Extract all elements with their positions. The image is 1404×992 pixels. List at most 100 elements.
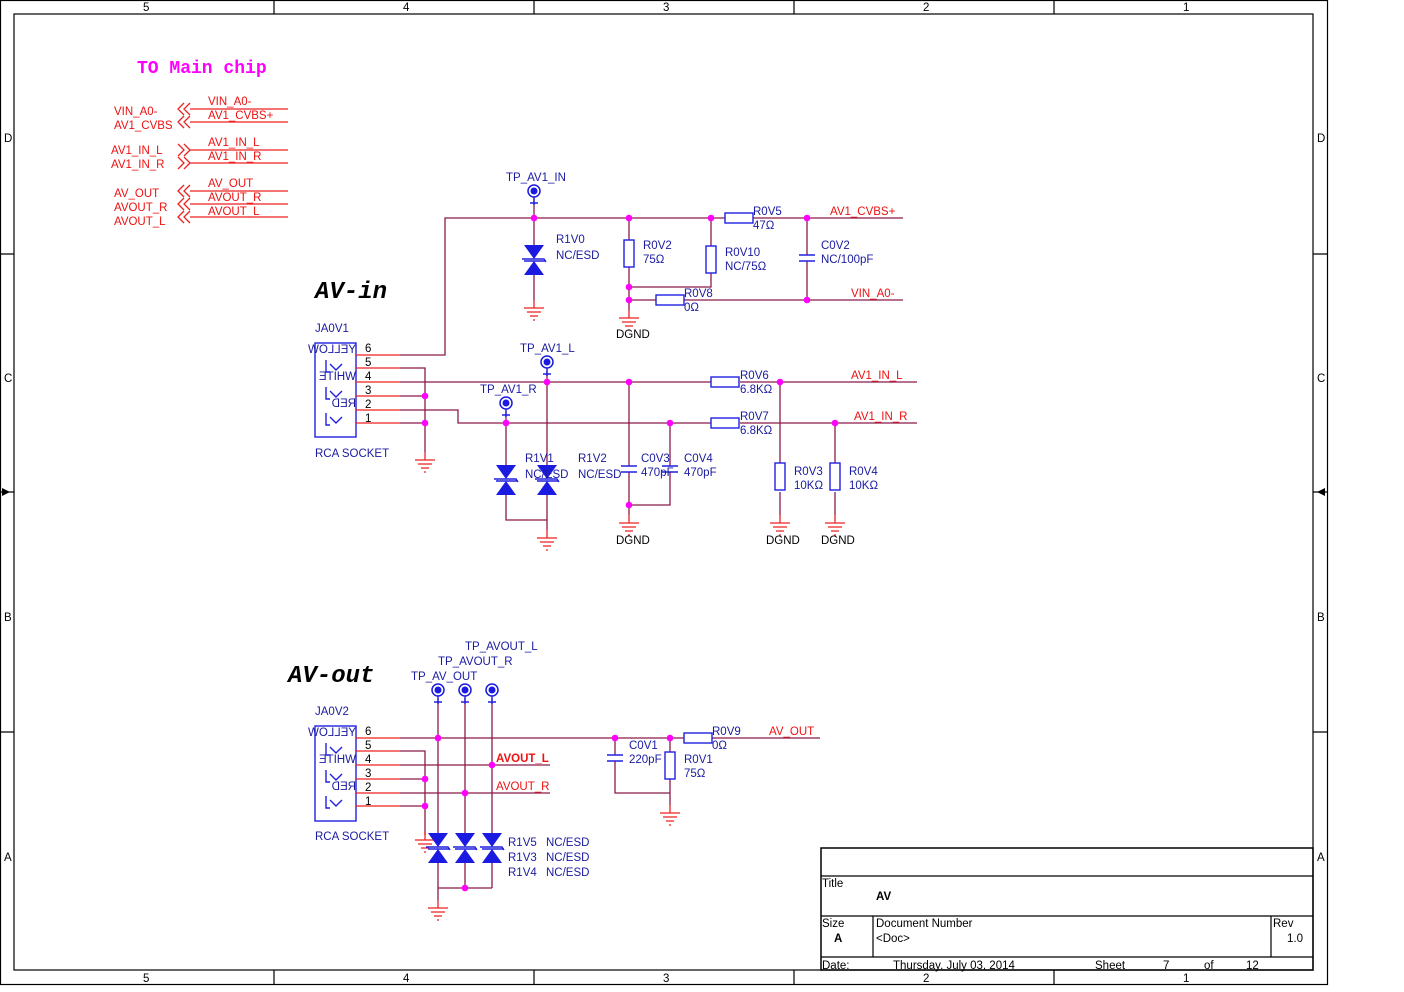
label-frame-rows-0: D [4, 133, 12, 145]
port-list: VIN_A0- AV1_CVBS AV1_IN_L AV1_IN_R AV_OUT A… [111, 96, 288, 228]
test-point-tp-av1-l [540, 355, 554, 377]
label-av-in-tp-in: TP_AV1_IN [506, 172, 566, 184]
label-av-in-r0v5-val: 47Ω [753, 220, 775, 232]
label-av-in-r0v7-val: 6.8KΩ [740, 425, 773, 437]
label-av-out-connector-pins-3: 3 [365, 768, 371, 780]
test-point-tp-av1-r [499, 396, 513, 418]
label-ports-outer-0: VIN_A0- [114, 106, 158, 118]
label-av-in-r1v1-val: NC/ESD [525, 469, 568, 481]
label-av-in-r1v2-val: NC/ESD [578, 469, 621, 481]
label-av-in-connector-pins-4: 2 [365, 399, 371, 411]
label-ports-inner-5: AVOUT_R [208, 192, 261, 204]
label-frame-rows-0: D [1317, 133, 1325, 145]
label-title-block-title-label: Title [822, 878, 843, 890]
label-ports-outer-6: AVOUT_L [114, 216, 166, 228]
label-av-out-connector-pins-2: 4 [365, 754, 372, 766]
label-title-block-docnum: <Doc> [876, 933, 910, 945]
label-frame-columns-3: 2 [923, 2, 929, 14]
label-av-out-connector-pins-1: 5 [365, 740, 371, 752]
label-av-in-r0v4-ref: R0V4 [849, 466, 878, 478]
label-ports-outer-4: AV_OUT [114, 188, 159, 200]
label-title-block-size: A [834, 933, 842, 945]
label-av-in-c0v2-val: NC/100pF [821, 254, 873, 266]
label-av-in-r0v10-ref: R0V10 [725, 247, 760, 259]
label-frame-columns-2: 3 [663, 973, 669, 985]
label-frame-columns-0: 5 [143, 2, 149, 14]
label-title-block-date-label: Date: [822, 960, 850, 972]
label-av-in-r0v8-ref: R0V8 [684, 288, 713, 300]
label-av-in-gnd: DGND [821, 535, 855, 547]
label-av-in-connector-name: RCA SOCKET [315, 448, 389, 460]
label-av-out-c0v1-ref: C0V1 [629, 740, 658, 752]
label-frame-rows-2: B [1317, 612, 1325, 624]
label-av-in-gnd: DGND [766, 535, 800, 547]
label-av-out-r0v1-ref: R0V1 [684, 754, 713, 766]
label-av-in-r0v7-ref: R0V7 [740, 411, 769, 423]
label-av-in-r0v3-ref: R0V3 [794, 466, 823, 478]
label-av-out-r1v5-ref: R1V5 [508, 837, 537, 849]
label-title-block-size-label: Size [822, 918, 844, 930]
label-av-in-connector-colors-2: RED [332, 398, 356, 410]
title-block: Title AV Size A Document Number <Doc> Re… [820, 847, 1314, 972]
label-av-out-r0v1-val: 75Ω [684, 768, 706, 780]
label-ports-outer-1: AV1_CVBS [114, 120, 173, 132]
av-in-section: AV-in JA0V1 YELLOW WHITE RED RCA SOCKET … [308, 172, 917, 551]
label-ports-inner-1: AV1_CVBS+ [208, 110, 274, 122]
label-frame-rows-2: B [4, 612, 12, 624]
test-point-tp-av-out [431, 683, 445, 705]
label-av-out-connector-pins-5: 1 [365, 796, 371, 808]
sheet-frame [0, 0, 1329, 986]
label-av-in-r1v1-ref: R1V1 [525, 453, 554, 465]
label-av-in-c0v2-ref: C0V2 [821, 240, 850, 252]
label-av-in-r0v6-val: 6.8KΩ [740, 384, 773, 396]
label-ports-inner-3: AV1_IN_R [208, 151, 261, 163]
label-ports-inner-4: AV_OUT [208, 178, 253, 190]
label-av-out-connector-pins-4: 2 [365, 782, 371, 794]
label-av-out-connector-colors-2: RED [332, 781, 356, 793]
label-frame-columns-1: 4 [403, 973, 410, 985]
label-ports-inner-2: AV1_IN_L [208, 137, 260, 149]
label-av-in-nets-vin: VIN_A0- [851, 288, 895, 300]
label-title-block-sheet-label: Sheet [1095, 960, 1126, 972]
label-av-in-connector-pins-5: 1 [365, 413, 371, 425]
tvs-diode-r1v0 [521, 244, 547, 276]
label-frame-columns-0: 5 [143, 973, 149, 985]
label-title-block-rev-label: Rev [1273, 918, 1294, 930]
label-av-in-c0v3-ref: C0V3 [641, 453, 670, 465]
label-av-in-r0v4-val: 10KΩ [849, 480, 878, 492]
label-av-in-r1v0-ref: R1V0 [556, 234, 585, 246]
label-av-in-tp-r: TP_AV1_R [480, 384, 537, 396]
label-av-out-nets-l: AVOUT_L [496, 753, 549, 765]
tvs-diode-r1v1 [493, 464, 519, 496]
label-av-in-r1v0-val: NC/ESD [556, 250, 599, 262]
test-point-tp-av1-in [527, 184, 541, 206]
label-av-in-connector-pins-0: 6 [365, 343, 371, 355]
label-av-out-connector-colors-1: WHITE [319, 754, 356, 766]
label-av-in-connector-pins-1: 5 [365, 357, 371, 369]
label-av-in-nets-in-l: AV1_IN_L [851, 370, 903, 382]
label-av-in-connector-pins-2: 4 [365, 371, 372, 383]
label-ports-outer-3: AV1_IN_R [111, 159, 164, 171]
label-av-in-title: AV-in [313, 279, 387, 306]
label-av-out-tps-1: TP_AVOUT_R [438, 656, 513, 668]
label-title-block-rev: 1.0 [1287, 933, 1303, 945]
label-av-out-c0v1-val: 220pF [629, 754, 662, 766]
label-title-block-title: AV [876, 891, 891, 903]
label-av-out-connector-colors-0: YELLOW [308, 727, 356, 739]
label-av-in-connector-colors-0: YELLOW [308, 344, 356, 356]
label-title-block-sheet: 7 [1163, 960, 1169, 972]
label-av-in-r0v5-ref: R0V5 [753, 206, 782, 218]
label-av-out-connector-ref: JA0V2 [315, 706, 349, 718]
label-title-block-date: Thursday, July 03, 2014 [893, 960, 1015, 972]
label-av-in-r0v2-ref: R0V2 [643, 240, 672, 252]
test-point-tp-avout-r [458, 683, 472, 705]
label-ports-outer-5: AVOUT_R [114, 202, 167, 214]
label-ports-outer-2: AV1_IN_L [111, 145, 163, 157]
label-av-in-r1v2-ref: R1V2 [578, 453, 607, 465]
label-av-in-nets-in-r: AV1_IN_R [854, 411, 907, 423]
av-out-section: AV-out JA0V2 YELLOW WHITE RED RCA SOCKET… [286, 641, 820, 921]
label-ports-inner-6: AVOUT_L [208, 206, 260, 218]
label-frame-rows-1: C [4, 373, 12, 385]
